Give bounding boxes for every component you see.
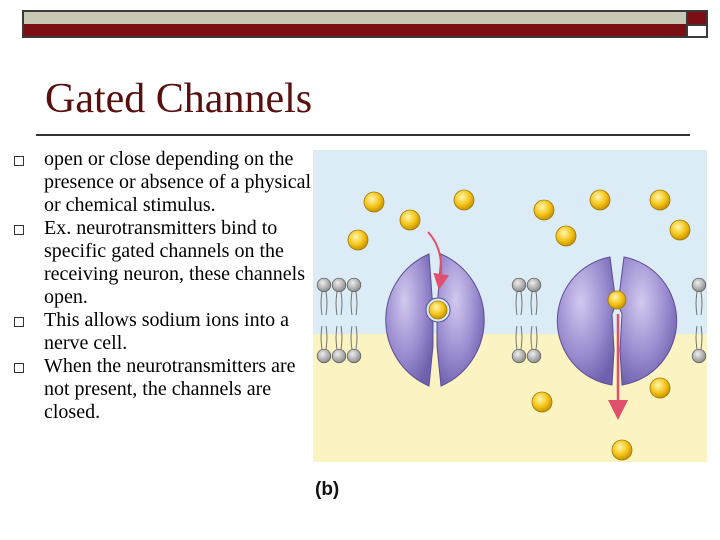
lipid-tail xyxy=(335,291,338,316)
lipid-tail xyxy=(325,291,328,316)
lipid-tail xyxy=(695,325,698,350)
lipid-head xyxy=(346,348,362,364)
square-bullet-icon xyxy=(14,363,24,373)
lipid-head xyxy=(346,277,362,293)
lipid-tail xyxy=(530,291,533,316)
lipid-tail xyxy=(355,325,358,350)
ion xyxy=(453,189,475,211)
open-channel xyxy=(556,256,678,386)
binding-arrow xyxy=(427,231,450,290)
bullet-item: open or close depending on the presence … xyxy=(14,148,319,217)
ion xyxy=(669,219,691,241)
lipid-tail xyxy=(350,291,353,316)
square-bullet-icon xyxy=(14,225,24,235)
ion xyxy=(399,209,421,231)
lipid-tail xyxy=(340,325,343,350)
square-bullet-icon xyxy=(14,156,24,166)
header-square-white xyxy=(686,24,706,36)
lipid-tail xyxy=(350,325,353,350)
ion xyxy=(347,229,369,251)
lipid-tail xyxy=(695,291,698,316)
ion-group xyxy=(347,189,691,461)
bullet-item: When the neurotransmitters are not prese… xyxy=(14,355,319,424)
lipid-head xyxy=(331,348,347,364)
lipid-head xyxy=(511,348,527,364)
title-rule xyxy=(36,134,690,136)
bullet-text: open or close depending on the presence … xyxy=(44,148,312,216)
header-bar-maroon xyxy=(24,24,686,36)
lipid-tail xyxy=(325,325,328,350)
slide-header-bar xyxy=(22,10,708,38)
lipid-head xyxy=(691,348,707,364)
figure-caption: (b) xyxy=(315,479,339,500)
lipid-tail xyxy=(320,325,323,350)
lipid-head xyxy=(316,277,332,293)
ion xyxy=(611,439,633,461)
ion xyxy=(531,391,553,413)
lipid-tail xyxy=(700,291,703,316)
lipid-head xyxy=(526,348,542,364)
ion xyxy=(533,199,555,221)
gated-channel-figure: (b) xyxy=(313,150,707,500)
lipid-head xyxy=(526,277,542,293)
lipid-tail xyxy=(535,291,538,316)
lipid-tail xyxy=(515,291,518,316)
lipid-tail xyxy=(520,291,523,316)
lipid-head xyxy=(511,277,527,293)
bullet-list: open or close depending on the presence … xyxy=(14,148,319,424)
lipid-head xyxy=(331,277,347,293)
bullet-text: This allows sodium ions into a nerve cel… xyxy=(44,309,289,354)
lipid-tail xyxy=(700,325,703,350)
ion xyxy=(363,191,385,213)
square-bullet-icon xyxy=(14,317,24,327)
ion xyxy=(649,377,671,399)
lipid-tail xyxy=(515,325,518,350)
lipid-tail xyxy=(355,291,358,316)
bullet-text: Ex. neurotransmitters bind to specific g… xyxy=(44,217,306,308)
ion xyxy=(555,225,577,247)
lipid-bilayer xyxy=(316,277,707,364)
lipid-tail xyxy=(320,291,323,316)
bullet-item: Ex. neurotransmitters bind to specific g… xyxy=(14,217,319,309)
lipid-tail xyxy=(335,325,338,350)
ion xyxy=(589,189,611,211)
ion xyxy=(649,189,671,211)
lipid-tail xyxy=(520,325,523,350)
lipid-tail xyxy=(535,325,538,350)
bullet-item: This allows sodium ions into a nerve cel… xyxy=(14,309,319,355)
lipid-head xyxy=(316,348,332,364)
lipid-tail xyxy=(530,325,533,350)
bullet-text: When the neurotransmitters are not prese… xyxy=(44,355,296,423)
slide-title: Gated Channels xyxy=(45,76,313,122)
lipid-head xyxy=(691,277,707,293)
lipid-tail xyxy=(340,291,343,316)
header-square-maroon xyxy=(686,12,706,24)
